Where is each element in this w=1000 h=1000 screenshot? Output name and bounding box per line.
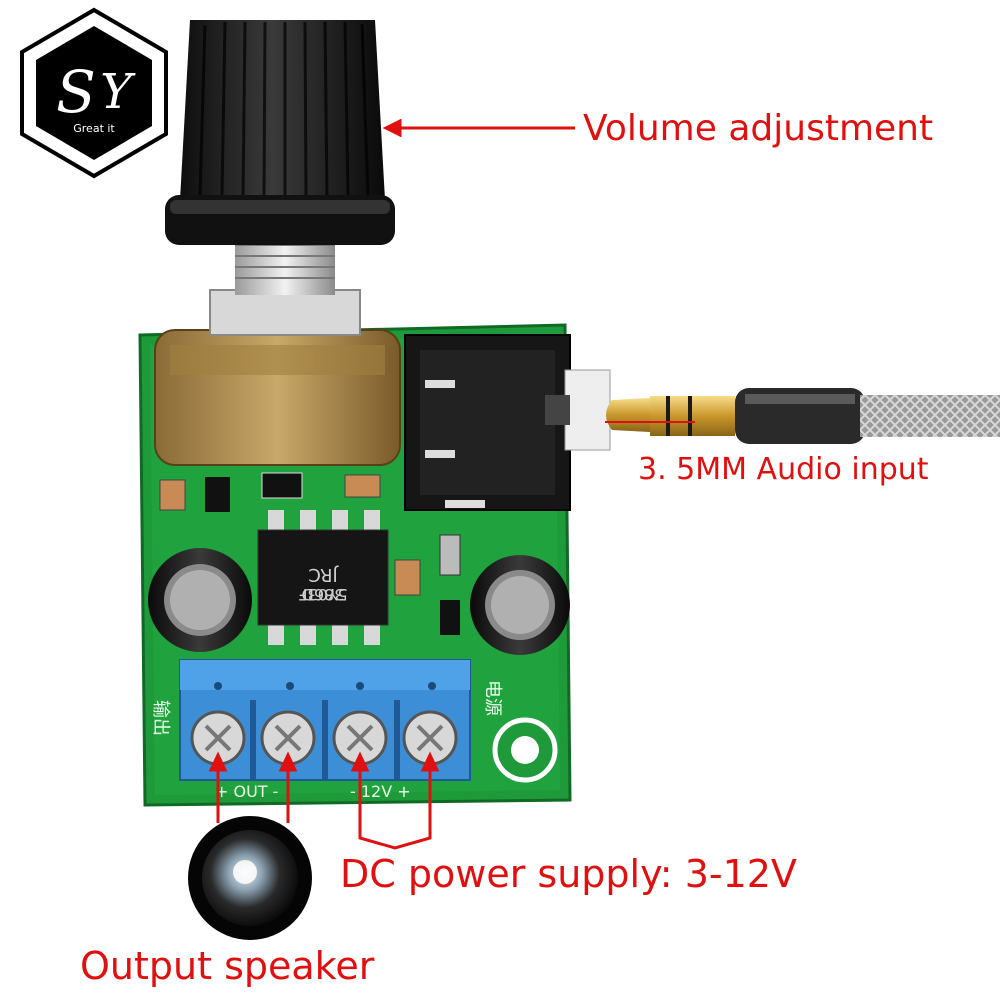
- output-speaker: [188, 816, 312, 940]
- audio-plug: [606, 388, 1000, 444]
- terminal-screws[interactable]: [190, 710, 458, 766]
- smd-components: [159, 472, 461, 635]
- amplifier-chip: 5Y03F JRC 386D: [257, 510, 389, 645]
- logo-tagline: Great it: [73, 122, 115, 135]
- silk-out-polarity: + OUT -: [215, 782, 278, 801]
- volume-adjustment-callout: Volume adjustment: [583, 108, 934, 149]
- chip-marking-1: 5Y03F: [298, 585, 348, 604]
- silk-output-label: 输出: [150, 700, 171, 736]
- brand-logo: S Y Great it: [20, 7, 168, 179]
- capacitor-right: [470, 555, 570, 655]
- output-speaker-callout: Output speaker: [80, 944, 375, 988]
- mounting-hole: [492, 717, 558, 783]
- volume-knob[interactable]: [165, 20, 395, 245]
- callout-arrows: [208, 118, 695, 850]
- audio-jack[interactable]: [404, 334, 611, 511]
- terminal-block: [179, 659, 471, 781]
- capacitor-left: [148, 548, 252, 652]
- dc-power-callout: DC power supply: 3-12V: [340, 852, 797, 896]
- chip-marking-2: JRC: [308, 564, 339, 585]
- chip-marking-3: 386D: [302, 585, 345, 604]
- potentiometer: [154, 289, 401, 466]
- silk-12v-polarity: - 12V +: [350, 782, 411, 801]
- silk-power-label: 电源: [482, 680, 503, 716]
- logo-letter-y: Y: [100, 64, 136, 120]
- audio-input-callout: 3. 5MM Audio input: [638, 452, 929, 487]
- logo-letter-s: S: [56, 58, 96, 126]
